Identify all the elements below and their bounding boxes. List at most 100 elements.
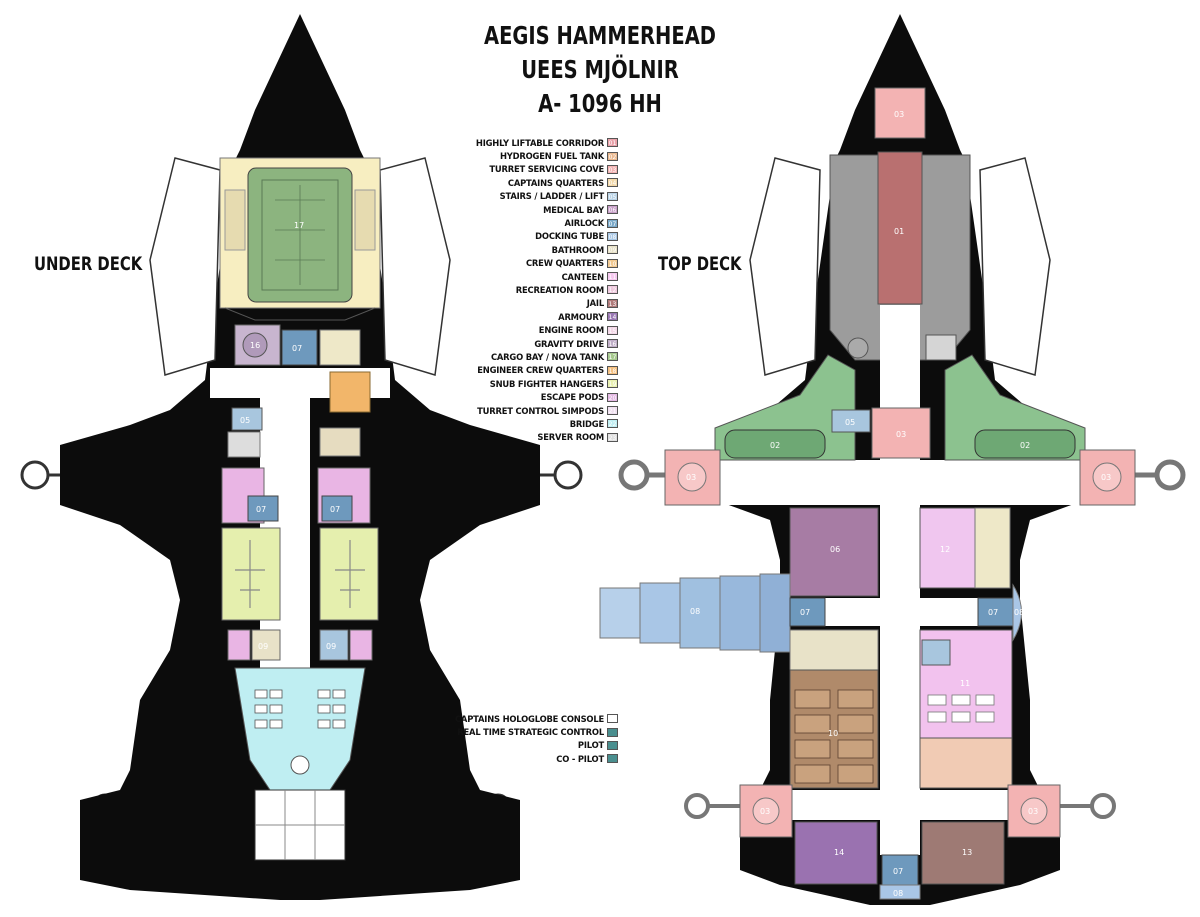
top-medical-bay xyxy=(789,507,879,597)
top-airlock-left xyxy=(789,597,826,627)
legend-swatch: 08 xyxy=(607,231,618,241)
legend-label: TURRET SERVICING COVE xyxy=(489,164,604,175)
legend-swatch: 22 xyxy=(607,419,618,429)
label-under-bath-right: 09 xyxy=(326,642,336,651)
top-dock-bottom xyxy=(879,884,921,900)
top-dock-right xyxy=(1012,583,1022,642)
legend-swatch: 01 xyxy=(607,138,618,148)
label-top-turret-right: 03 xyxy=(1101,473,1111,482)
under-airlock-top xyxy=(281,329,318,366)
label-under-bath-left: 09 xyxy=(258,642,268,651)
legend-swatch: 05 xyxy=(607,191,618,201)
top-armoury xyxy=(794,821,878,885)
label-top-tank-right: 02 xyxy=(1020,441,1030,450)
top-deck-ship: 03 01 02 02 05 03 03 03 06 xyxy=(599,14,1186,905)
top-recreation-room xyxy=(919,507,976,589)
label-top-medical: 06 xyxy=(830,545,840,554)
label-top-turret-bl: 03 xyxy=(760,807,770,816)
label-under-cargo: 17 xyxy=(294,221,304,230)
bridge-legend-item: CAPTAINS HOLOGLOBE CONSOLE xyxy=(420,712,618,725)
under-airlock-left xyxy=(247,495,279,522)
label-top-turret-left: 03 xyxy=(686,473,696,482)
top-cross-corridor-lower xyxy=(790,790,1010,820)
label-top-armoury: 14 xyxy=(834,848,844,857)
top-deck-label: TOP DECK xyxy=(658,253,742,275)
legend-swatch: 19 xyxy=(607,379,618,389)
top-central-corridor xyxy=(880,305,920,855)
label-under-airlock-right: 07 xyxy=(330,505,340,514)
legend-label: TURRET CONTROL SIMPODS xyxy=(477,405,604,416)
label-top-airlock-right: 07 xyxy=(988,608,998,617)
label-under-stairs: 05 xyxy=(240,416,250,425)
label-top-center: 03 xyxy=(896,430,906,439)
legend-swatch: 06 xyxy=(607,205,618,215)
top-turret-mount-bl xyxy=(684,793,745,819)
under-engineer-quarters xyxy=(329,371,371,413)
legend-label: ENGINEER CREW QUARTERS xyxy=(477,365,604,376)
legend-swatch: 23 xyxy=(607,432,618,442)
label-top-airlock-left: 07 xyxy=(800,608,810,617)
legend-label: SERVER ROOM xyxy=(537,432,604,443)
label-top-stairs: 05 xyxy=(845,418,855,427)
legend-swatch xyxy=(607,727,618,737)
title-registry: A- 1096 HH xyxy=(538,89,662,118)
legend-label: CARGO BAY / NOVA TANK xyxy=(490,351,604,362)
label-top-jail: 13 xyxy=(962,848,972,857)
legend-label: BRIDGE xyxy=(569,418,604,429)
label-top-crew: 10 xyxy=(828,729,838,738)
under-bath-right xyxy=(319,629,349,661)
legend-swatch: 16 xyxy=(607,339,618,349)
top-stairs xyxy=(831,409,871,433)
under-bath-left xyxy=(251,629,281,661)
under-wing-left xyxy=(149,157,221,376)
label-top-airlock-bottom: 07 xyxy=(893,867,903,876)
legend-label: ARMOURY xyxy=(558,311,604,322)
top-docking-tube xyxy=(599,573,791,653)
bridge-legend-item: REAL TIME STRATEGIC CONTROL xyxy=(420,725,618,738)
legend-label: PILOT xyxy=(577,740,604,751)
title-ship-name: UEES MJÖLNIR xyxy=(521,55,679,84)
legend-label: GRAVITY DRIVE xyxy=(534,338,604,349)
legend-swatch: 15 xyxy=(607,325,618,335)
legend-label: CREW QUARTERS xyxy=(525,258,604,269)
bridge-legend-item: CO - PILOT xyxy=(420,752,618,765)
under-deck-label: UNDER DECK xyxy=(34,253,143,275)
legend-label: DOCKING TUBE xyxy=(535,231,604,242)
legend-swatch xyxy=(607,714,618,724)
legend-label: CANTEEN xyxy=(561,271,605,282)
legend-label: HIGHLY LIFTABLE CORRIDOR xyxy=(475,137,604,148)
label-under-airlock-left: 07 xyxy=(256,505,266,514)
legend-swatch: 18 xyxy=(607,365,618,375)
under-airlock-right xyxy=(321,495,353,522)
legend-label: CO - PILOT xyxy=(556,753,604,764)
top-jail xyxy=(921,821,1005,885)
under-snub-hanger-right xyxy=(319,527,379,621)
legend-swatch: 10 xyxy=(607,258,618,268)
top-turret-left xyxy=(664,449,721,506)
legend-swatch xyxy=(607,754,618,764)
top-wing-right xyxy=(979,157,1051,376)
legend-swatch xyxy=(607,740,618,750)
legend-label: RECREATION ROOM xyxy=(515,284,604,295)
legend-label: CAPTAINS HOLOGLOBE CONSOLE xyxy=(454,713,604,724)
top-liftable-corridor xyxy=(877,151,923,305)
label-top-dock-bottom: 08 xyxy=(893,889,903,898)
label-top-canteen: 11 xyxy=(960,679,970,688)
legend-label: CAPTAINS QUARTERS xyxy=(507,177,604,188)
